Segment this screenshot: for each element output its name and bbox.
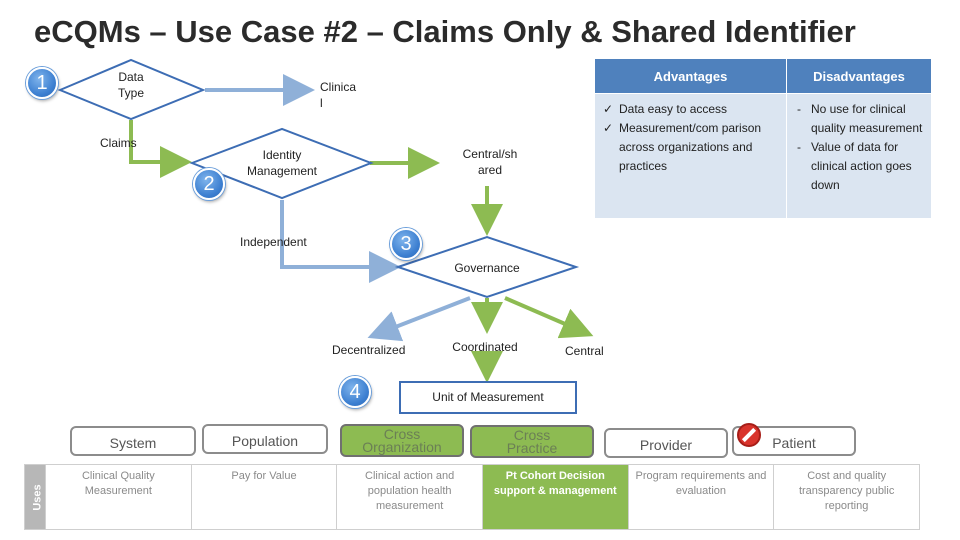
no-entry-icon [737, 423, 761, 447]
identity-management-diamond [189, 127, 374, 200]
coordinated-label: Coordinated [452, 340, 518, 354]
disadvantage-item: No use for clinical quality measurement [795, 100, 923, 138]
use-item-highlighted: Pt Cohort Decision support & management [481, 464, 629, 530]
arrow-identity-to-governance [280, 200, 401, 283]
step-badge-2: 2 [193, 168, 225, 200]
level-provider: Provider [604, 428, 728, 458]
uses-header: Uses [24, 464, 46, 530]
data-type-diamond [57, 58, 206, 121]
step-badge-1: 1 [26, 67, 58, 99]
advantages-disadvantages-table: Advantages Disadvantages Data easy to ac… [594, 58, 933, 219]
central-label: Central [565, 344, 604, 358]
advantage-item: Measurement/com parison across organizat… [603, 119, 778, 176]
decentralized-label: Decentralized [332, 343, 406, 357]
governance-diamond [394, 235, 580, 299]
arrow-governance-to-decentralized [367, 296, 471, 342]
governance-label: Governance [454, 261, 520, 275]
arrow-data-type-to-identity [129, 120, 192, 178]
independent-label: Independent [240, 235, 307, 249]
step-badge-3: 3 [390, 228, 422, 260]
unit-of-measurement-box: Unit of Measurement [399, 381, 577, 414]
advantages-cell: Data easy to access Measurement/com pari… [594, 93, 787, 219]
use-item: Cost and quality transparency public rep… [773, 464, 920, 530]
use-item: Pay for Value [190, 464, 338, 530]
claims-label: Claims [100, 136, 137, 150]
uses-table: Uses Clinical Quality Measurement Pay fo… [24, 464, 920, 530]
page-title: eCQMs – Use Case #2 – Claims Only & Shar… [34, 14, 856, 49]
advantages-header: Advantages [594, 58, 787, 94]
use-item: Clinical Quality Measurement [45, 464, 192, 530]
disadvantages-cell: No use for clinical quality measurement … [785, 93, 933, 219]
level-population: Population [202, 424, 328, 454]
advantage-item: Data easy to access [603, 100, 778, 119]
use-item: Program requirements and evaluation [627, 464, 775, 530]
use-item: Clinical action and population health me… [336, 464, 483, 530]
step-badge-4: 4 [339, 376, 371, 408]
disadvantage-item: Value of data for clinical action goes d… [795, 138, 923, 195]
level-system: System [70, 426, 196, 456]
disadvantages-header: Disadvantages [785, 58, 933, 94]
arrow-governance-to-central [504, 296, 594, 339]
